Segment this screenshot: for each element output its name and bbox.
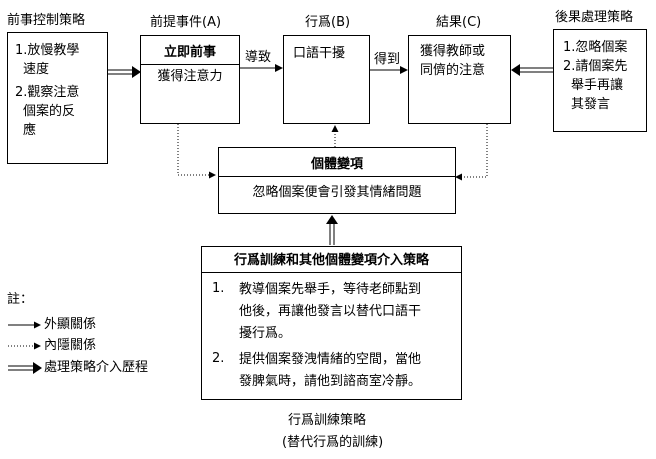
arrow-control-to-a	[108, 66, 141, 78]
antecedent-event-divider	[141, 64, 239, 65]
training-strategy-header: 行爲訓練和其他個體變項介入策略	[233, 253, 429, 268]
dotted-arrow-c-to-variable	[455, 124, 488, 181]
antecedent-event-box: 立即前事 獲得注意力	[140, 35, 240, 124]
legend-title: 註：	[7, 292, 34, 307]
consequence-box: 獲得教師或 同儕的注意	[408, 35, 511, 124]
arrow-training-to-variable	[326, 215, 338, 245]
consequence-strategy-box: 1.忽略個案 2.請個案先 舉手再讓 其發言	[553, 29, 647, 132]
training-strategy-box: 行爲訓練和其他個體變項介入策略 1. 教導個案先舉手，等待老師點到 他後，再讓他…	[201, 246, 462, 400]
antecedent-control-title: 前事控制策略	[7, 13, 86, 28]
individual-variable-box: 個體變項 忽略個案便會引發其情緒問題	[218, 147, 456, 214]
consequence-strategy-item-2: 2.請個案先 舉手再讓 其發言	[563, 59, 628, 112]
edge-label-b-to-c: 得到	[374, 52, 401, 67]
legend-label-dotted: 內隱關係	[44, 338, 97, 353]
individual-variable-body: 忽略個案便會引發其情緒問題	[252, 185, 422, 200]
individual-variable-header: 個體變項	[310, 157, 363, 172]
legend-label-double: 處理策略介入歷程	[44, 360, 149, 375]
arrow-strategy-to-c	[511, 64, 553, 76]
training-strategy-caption-1: 行爲訓練策略	[288, 413, 367, 428]
consequence-title: 結果(C)	[436, 15, 482, 30]
behavior-title: 行爲(B)	[305, 15, 351, 30]
training-strategy-item-1: 1. 教導個案先舉手，等待老師點到 他後，再讓他發言以替代口語干 擾行爲。	[212, 281, 422, 341]
antecedent-event-title: 前提事件(A)	[150, 15, 222, 30]
edge-label-a-to-b: 導致	[245, 50, 272, 65]
dotted-arrow-a-to-variable	[177, 124, 216, 179]
antecedent-control-box: 1.放慢教學 速度 2.觀察注意 個案的反 應	[7, 32, 108, 164]
antecedent-event-header: 立即前事	[163, 45, 216, 60]
legend-label-solid: 外顯關係	[44, 317, 97, 332]
antecedent-control-item-1: 1.放慢教學 速度	[15, 43, 80, 77]
individual-variable-divider	[219, 176, 455, 177]
training-strategy-divider	[202, 272, 461, 273]
consequence-strategy-title: 後果處理策略	[555, 10, 634, 25]
antecedent-event-body: 獲得注意力	[157, 69, 223, 84]
training-strategy-item-2: 2. 提供個案發洩情緒的空間，當他 發脾氣時，請他到諮商室冷靜。	[212, 351, 422, 389]
behavior-box: 口語干擾	[283, 35, 370, 124]
antecedent-control-item-2: 2.觀察注意 個案的反 應	[15, 85, 80, 138]
training-strategy-caption-2: (替代行爲的訓練)	[282, 435, 384, 450]
consequence-strategy-item-1: 1.忽略個案	[563, 40, 628, 55]
behavior-body: 口語干擾	[293, 46, 346, 61]
legend-double-line	[8, 362, 42, 374]
